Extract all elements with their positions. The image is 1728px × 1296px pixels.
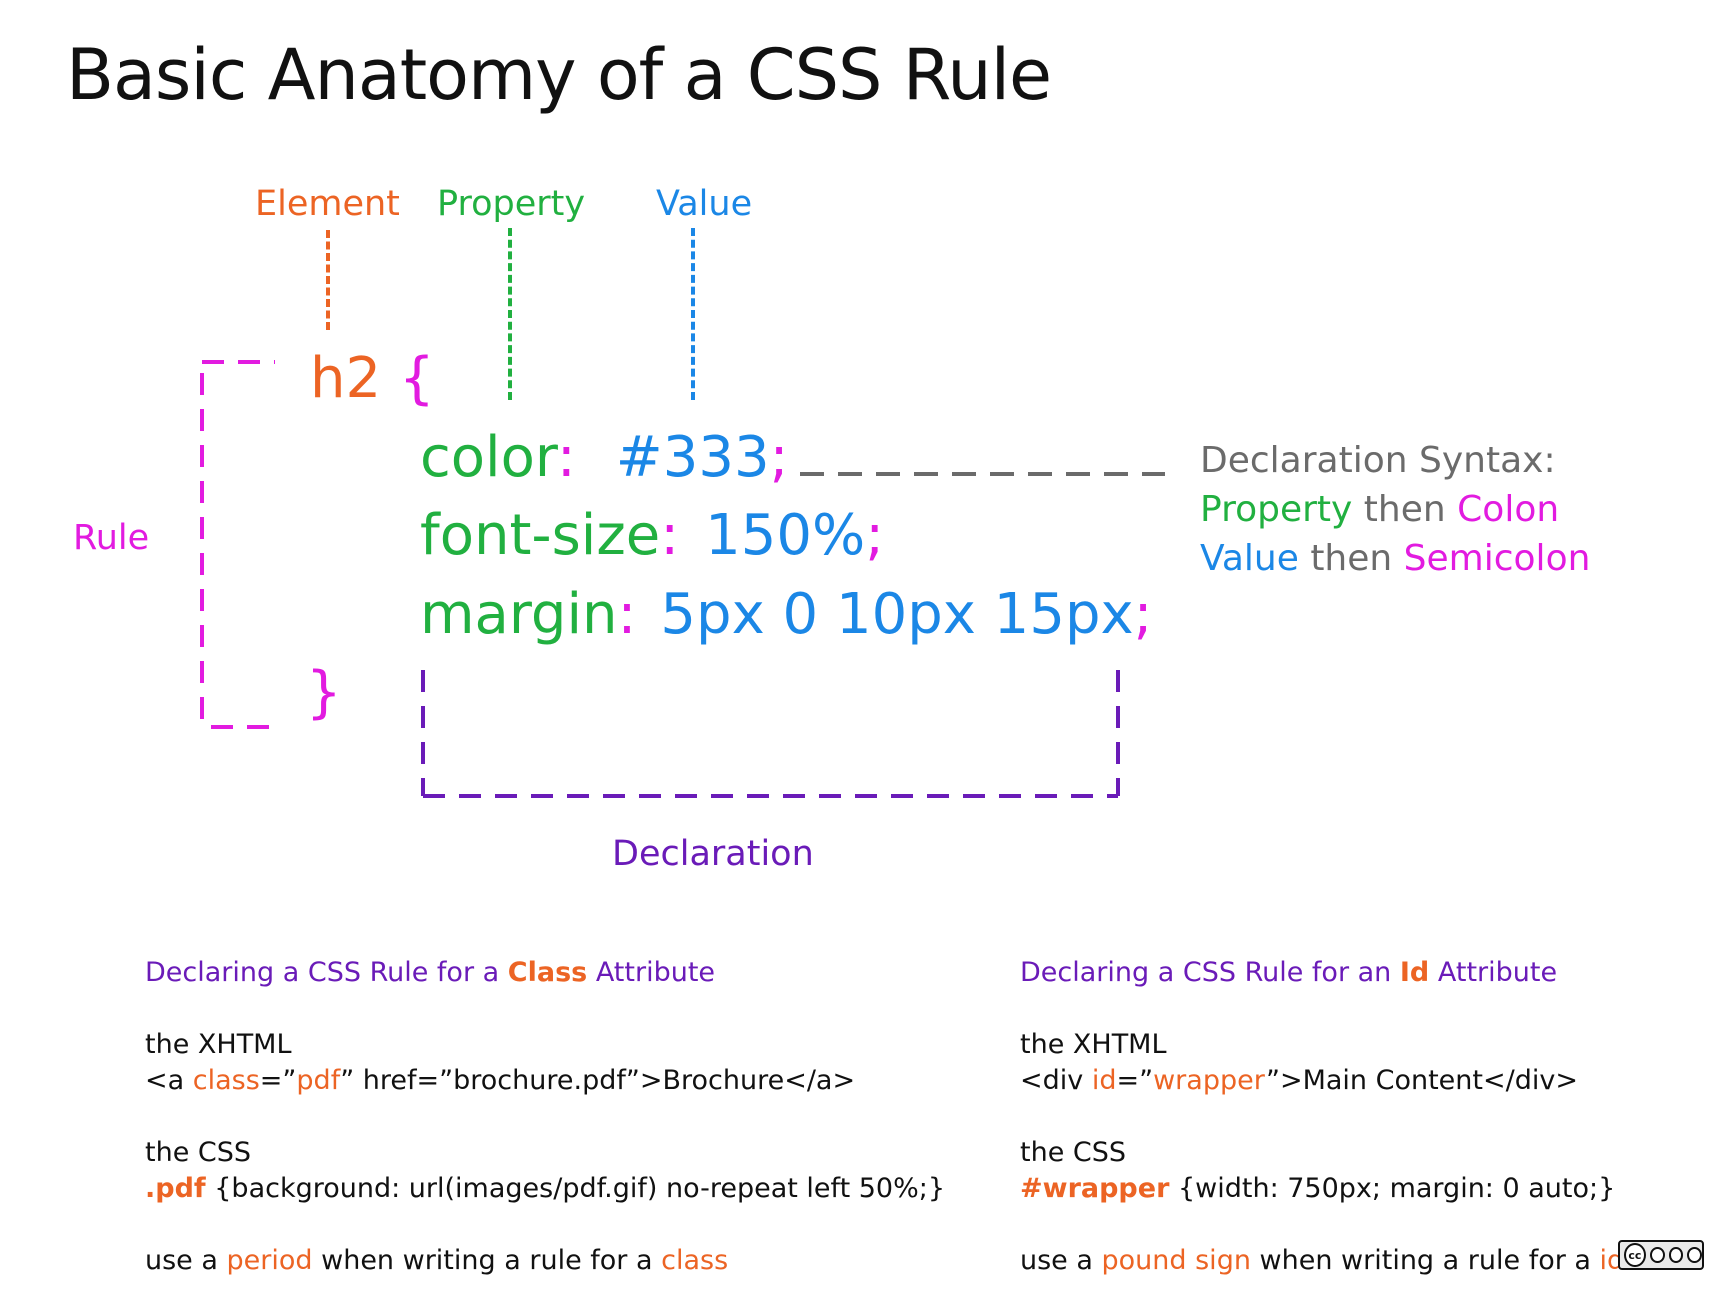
code-text: {width: 750px; margin: 0 auto;} <box>1169 1173 1616 1204</box>
tip-keyword: class <box>661 1245 729 1276</box>
code-text: <a <box>145 1065 193 1096</box>
selector-line: h2 { <box>310 346 435 411</box>
code-attribute: id <box>1091 1065 1117 1096</box>
page-title: Basic Anatomy of a CSS Rule <box>66 34 1052 116</box>
css-code: .pdf {background: url(images/pdf.gif) no… <box>145 1171 945 1207</box>
selector: h2 <box>310 346 382 411</box>
value-label: Value <box>656 184 753 224</box>
tip-keyword: period <box>226 1245 313 1276</box>
id-section-heading: Declaring a CSS Rule for an Id Attribute <box>1020 955 1624 991</box>
code-text: <div <box>1020 1065 1092 1096</box>
xhtml-label: the XHTML <box>1020 1029 1167 1060</box>
syntax-colon: Colon <box>1457 489 1560 530</box>
code-text: ” href=”brochure.pdf”>Brochure</a> <box>340 1065 856 1096</box>
nc-icon <box>1668 1247 1684 1263</box>
declaration-property: color <box>420 425 557 490</box>
css-label: the CSS <box>145 1137 252 1168</box>
code-text: =” <box>259 1065 297 1096</box>
creative-commons-badge: cc <box>1618 1240 1704 1270</box>
tip: use a period when writing a rule for a c… <box>145 1243 945 1279</box>
open-brace: { <box>398 346 435 411</box>
sa-icon <box>1687 1247 1703 1263</box>
element-label: Element <box>255 184 400 224</box>
code-text: =” <box>1116 1065 1154 1096</box>
xhtml-code: <div id=”wrapper”>Main Content</div> <box>1020 1063 1624 1099</box>
heading-keyword: Id <box>1399 957 1430 988</box>
syntax-value: Value <box>1200 538 1299 579</box>
heading-keyword: Class <box>507 957 588 988</box>
css-selector: .pdf <box>145 1173 206 1204</box>
syntax-line-property: Property then Colon <box>1200 485 1590 534</box>
heading-text: Attribute <box>595 957 716 988</box>
declaration-syntax-note: Declaration Syntax: Property then Colon … <box>1200 436 1590 583</box>
tip-text: use a <box>1020 1245 1093 1276</box>
syntax-property: Property <box>1200 489 1353 530</box>
tip-text: when writing a rule for a <box>321 1245 653 1276</box>
code-attribute-value: pdf <box>296 1065 341 1096</box>
css-label: the CSS <box>1020 1137 1127 1168</box>
declaration-semicolon: ; <box>865 503 885 568</box>
tip-keyword: pound sign <box>1101 1245 1251 1276</box>
id-section: Declaring a CSS Rule for an Id Attribute… <box>1020 955 1624 1279</box>
declaration-value: 150% <box>705 503 866 568</box>
declaration-line: font-size:150%; <box>420 503 884 568</box>
close-brace: } <box>306 660 342 725</box>
code-attribute: class <box>192 1065 260 1096</box>
code-text: ”>Main Content</div> <box>1265 1065 1578 1096</box>
tip-text: use a <box>145 1245 218 1276</box>
heading-text: Declaring a CSS Rule for a <box>145 957 500 988</box>
syntax-heading: Declaration Syntax: <box>1200 440 1556 481</box>
heading-text: Declaring a CSS Rule for an <box>1020 957 1392 988</box>
property-leader-line <box>508 228 512 400</box>
syntax-then: then <box>1363 489 1446 530</box>
xhtml-label: the XHTML <box>145 1029 292 1060</box>
tip-text: when writing a rule for a <box>1259 1245 1591 1276</box>
code-attribute-value: wrapper <box>1153 1065 1266 1096</box>
class-section: Declaring a CSS Rule for a Class Attribu… <box>145 955 945 1279</box>
declaration-colon: : <box>617 582 637 647</box>
heading-text: Attribute <box>1437 957 1558 988</box>
declaration-semicolon: ; <box>769 425 789 490</box>
declaration-bracket <box>421 670 1120 798</box>
xhtml-code: <a class=”pdf” href=”brochure.pdf”>Broch… <box>145 1063 945 1099</box>
cc-icon: cc <box>1624 1243 1646 1267</box>
tip: use a pound sign when writing a rule for… <box>1020 1243 1624 1279</box>
declaration-semicolon: ; <box>1133 582 1153 647</box>
rule-bracket <box>200 360 275 729</box>
code-text: {background: url(images/pdf.gif) no-repe… <box>205 1173 946 1204</box>
declaration-line: margin:5px 0 10px 15px; <box>420 582 1153 647</box>
declaration-property: margin <box>420 582 618 647</box>
declaration-label: Declaration <box>612 834 814 874</box>
declaration-colon: : <box>556 425 576 490</box>
declaration-colon: : <box>660 503 680 568</box>
declaration-line: color: #333; <box>420 425 788 490</box>
css-selector: #wrapper <box>1020 1173 1170 1204</box>
class-section-heading: Declaring a CSS Rule for a Class Attribu… <box>145 955 945 991</box>
value-leader-line <box>691 228 695 400</box>
syntax-line-value: Value then Semicolon <box>1200 534 1590 583</box>
syntax-semicolon: Semicolon <box>1403 538 1591 579</box>
property-label: Property <box>437 184 586 224</box>
declaration-property: font-size <box>420 503 661 568</box>
rule-label: Rule <box>73 518 150 558</box>
declaration-value: 5px 0 10px 15px <box>660 582 1134 647</box>
syntax-connector-line <box>800 472 1165 476</box>
element-leader-line <box>326 230 330 330</box>
declaration-value: #333 <box>615 425 770 490</box>
by-icon <box>1649 1247 1665 1263</box>
syntax-then: then <box>1310 538 1393 579</box>
css-code: #wrapper {width: 750px; margin: 0 auto;} <box>1020 1171 1624 1207</box>
